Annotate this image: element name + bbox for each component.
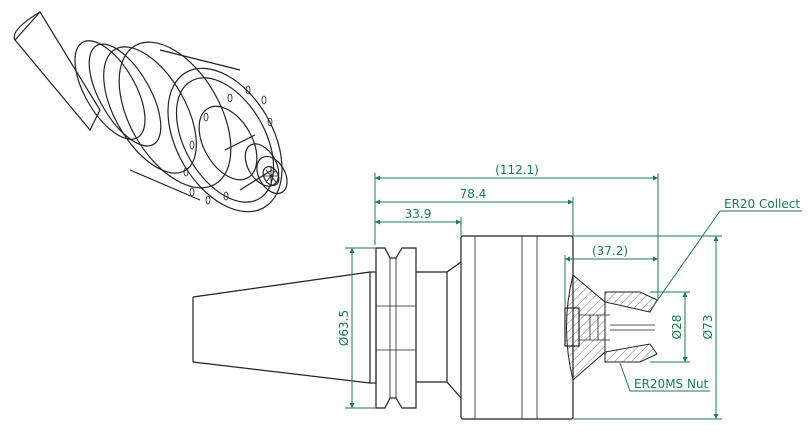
callout-nut: ER20MS Nut — [634, 377, 709, 391]
dim-nut-projection: (37.2) — [592, 244, 628, 258]
isometric-view — [13, 10, 288, 213]
callouts: ER20 Collect ER20MS Nut — [619, 197, 802, 392]
dim-nut-diameter: Ø28 — [670, 315, 684, 340]
callout-collet: ER20 Collect — [724, 197, 800, 211]
dim-overall-length: (112.1) — [495, 163, 539, 177]
dim-flange-length: 33.9 — [405, 207, 432, 221]
dim-body-diameter: Ø73 — [701, 315, 715, 340]
dimensions: (112.1) 78.4 33.9 (37.2) Ø63.5 Ø73 Ø28 — [337, 163, 722, 420]
dim-body-length: 78.4 — [460, 187, 487, 201]
dim-flange-diameter: Ø63.5 — [337, 310, 351, 346]
bolt-holes — [183, 85, 273, 205]
side-view — [192, 235, 658, 420]
